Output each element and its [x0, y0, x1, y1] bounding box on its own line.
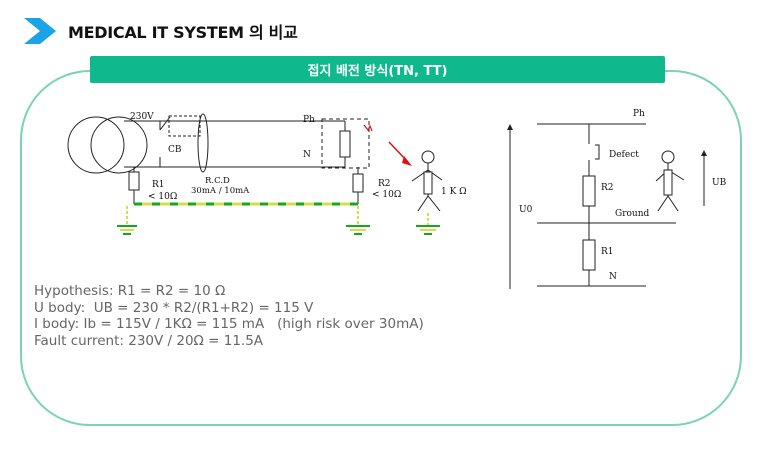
ground-label: Ground — [615, 209, 650, 219]
neutral-label: N — [303, 150, 311, 160]
calculation-notes: Hypothesis: R1 = R2 = 10 Ω U body: UB = … — [34, 283, 424, 349]
equivalent-r1-label: R1 — [601, 247, 614, 257]
breaker-symbol — [159, 115, 201, 167]
defect-label: Defect — [609, 150, 639, 160]
rcd-symbol — [197, 113, 209, 173]
earth-symbol-person — [416, 213, 440, 235]
earth-symbol-left — [117, 206, 137, 235]
equivalent-person-figure — [655, 150, 685, 212]
ub-label: UB — [712, 178, 727, 188]
note-hypothesis: Hypothesis: R1 = R2 = 10 Ω — [34, 283, 226, 299]
person-figure — [411, 150, 443, 212]
load-resistor — [339, 130, 351, 158]
r2-resistor — [352, 173, 364, 193]
fault-spark — [363, 124, 373, 132]
equivalent-r2-label: R2 — [601, 183, 614, 193]
transformer-symbol — [67, 116, 148, 174]
note-body-voltage: U body: UB = 230 * R2/(R1+R2) = 115 V — [34, 299, 314, 316]
body-resistance-label: 1 K Ω — [441, 187, 467, 197]
earth-symbol-right — [346, 206, 370, 235]
equivalent-neutral-label: N — [609, 272, 617, 282]
equivalent-r2-resistor — [582, 175, 596, 207]
note-fault-current: Fault current: 230V / 20Ω = 11.5A — [34, 332, 264, 349]
r1-resistor — [128, 171, 140, 191]
source-voltage-label: 230V — [130, 112, 154, 122]
r2-value: < 10Ω — [372, 190, 401, 200]
chevron-right-icon — [24, 18, 56, 44]
rcd-label: R.C.D — [205, 176, 230, 186]
page-title: MEDICAL IT SYSTEM 의 비교 — [68, 23, 298, 42]
u0-label: U0 — [519, 205, 533, 215]
phase-label: Ph — [303, 115, 315, 125]
equivalent-r1-resistor — [582, 239, 596, 271]
r2-label: R2 — [378, 179, 391, 189]
header: MEDICAL IT SYSTEM 의 비교 — [22, 16, 298, 46]
note-body-current: I body: Ib = 115V / 1KΩ = 115 mA (high r… — [34, 316, 424, 332]
breaker-label: CB — [168, 145, 182, 155]
equivalent-phase-label: Ph — [633, 109, 645, 119]
r1-label: R1 — [152, 180, 165, 190]
r1-value: < 10Ω — [148, 192, 177, 202]
rcd-rating: 30mA / 10mA — [191, 186, 250, 196]
load-enclosure — [321, 118, 370, 169]
section-banner: 접지 배전 방식(TN, TT) — [90, 56, 665, 83]
